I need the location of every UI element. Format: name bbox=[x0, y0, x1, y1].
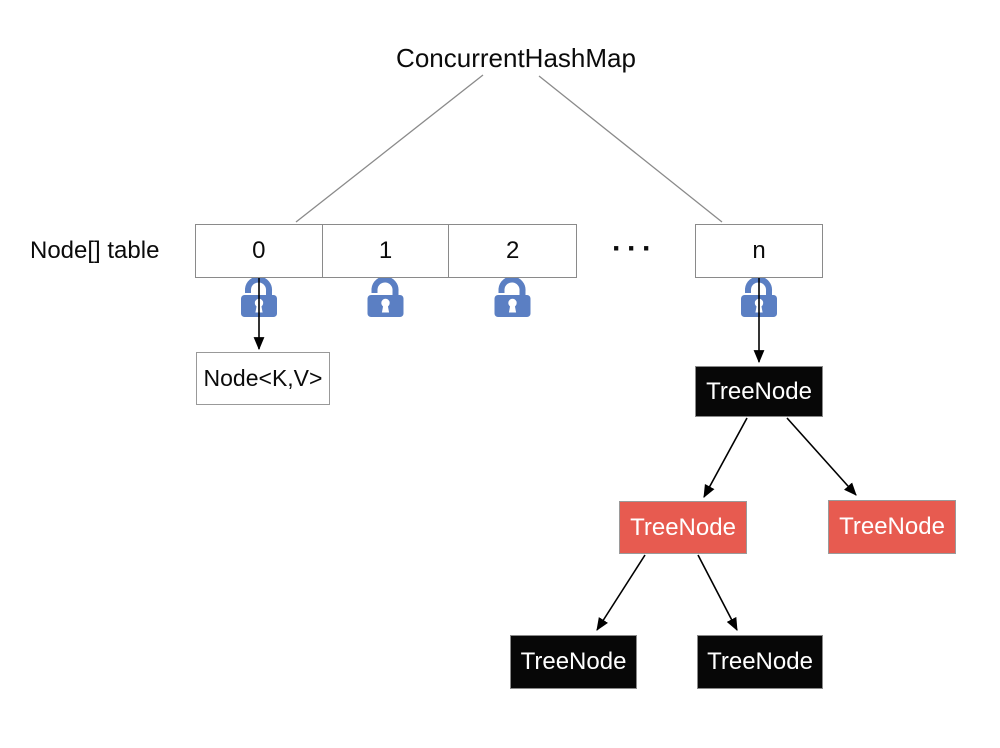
unlock-icon bbox=[494, 276, 531, 317]
treenode-root: TreeNode bbox=[695, 366, 823, 417]
treenode-mid-right: TreeNode bbox=[828, 500, 956, 554]
bucket-cell-2: 2 bbox=[505, 237, 520, 264]
arrow-left-to-leaf-right bbox=[697, 554, 738, 631]
treenode-leaf-right: TreeNode bbox=[697, 635, 823, 689]
unlock-icon bbox=[741, 276, 777, 317]
bucket-cell-n: n bbox=[695, 224, 823, 278]
node-kv-box: Node<K,V> bbox=[196, 352, 330, 405]
unlock-icon bbox=[367, 276, 404, 317]
arrow-root-to-right-child bbox=[786, 417, 857, 496]
array-ellipsis: ··· bbox=[612, 232, 657, 265]
treenode-leaf-left: TreeNode bbox=[510, 635, 637, 689]
arrow-root-to-left-child bbox=[703, 417, 748, 498]
title-to-table-right-line bbox=[538, 75, 723, 223]
bucket-array: 0 1 2 bbox=[195, 224, 577, 278]
arrow-left-to-leaf-left bbox=[596, 554, 646, 631]
title-to-table-left-line bbox=[295, 74, 484, 223]
table-label: Node[] table bbox=[30, 237, 160, 264]
diagram-title: ConcurrentHashMap bbox=[396, 43, 636, 73]
unlock-icon bbox=[241, 276, 277, 317]
bucket-cell-0: 0 bbox=[196, 225, 323, 277]
bucket-cell-1: 1 bbox=[323, 225, 450, 277]
treenode-mid-left: TreeNode bbox=[619, 501, 747, 554]
